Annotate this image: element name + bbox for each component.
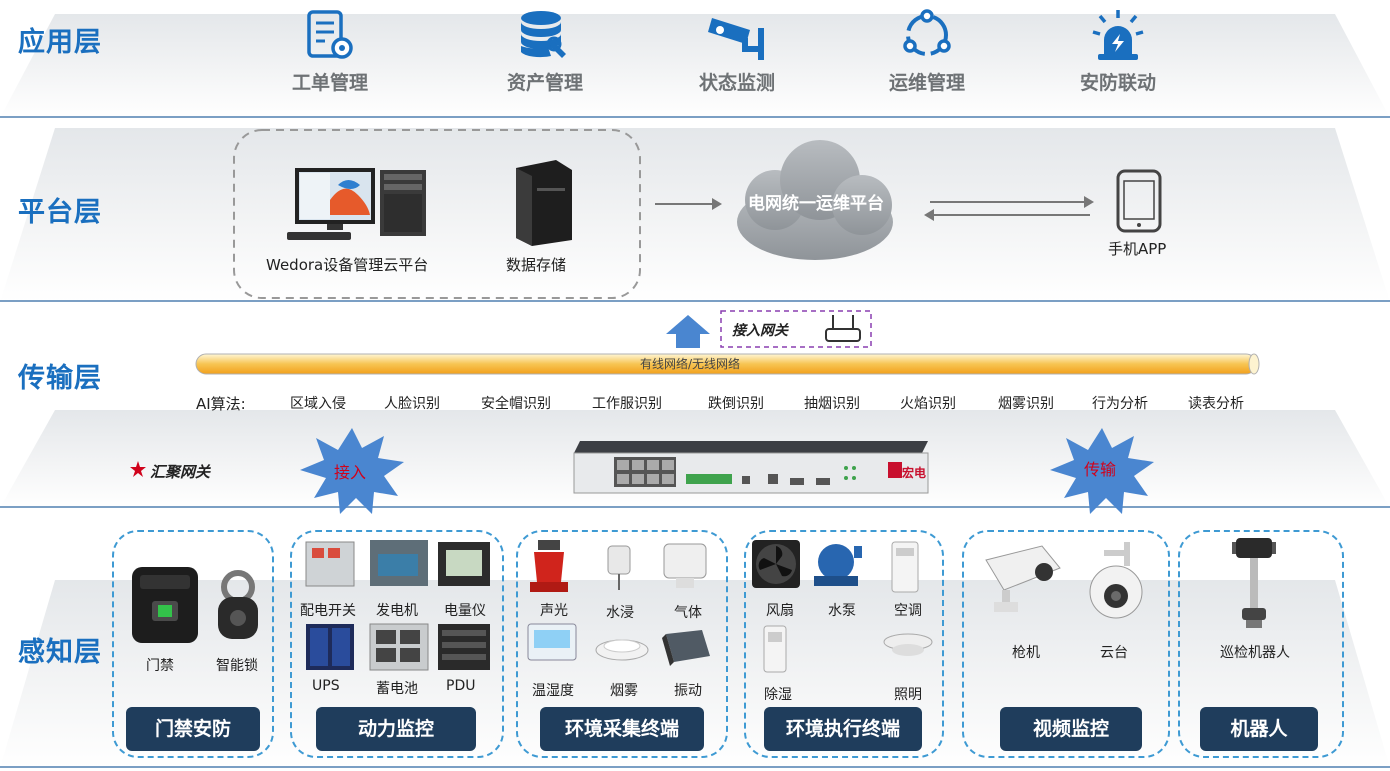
bidirectional-arrows xyxy=(924,196,1094,221)
device-label: 除湿 xyxy=(764,687,792,703)
device-label: 水泵 xyxy=(828,603,856,619)
alarm-beacon-icon xyxy=(1092,10,1144,60)
burst-transmit xyxy=(1050,428,1154,514)
app-label: 资产管理 xyxy=(506,72,583,94)
group-power-monitoring xyxy=(290,530,504,758)
network-pipe-label: 有线网络/无线网络 xyxy=(640,357,741,371)
aggregation-gateway-label: 汇聚网关 xyxy=(150,463,211,481)
group-button-access-control[interactable]: 门禁安防 xyxy=(126,707,260,751)
device-label: 照明 xyxy=(894,687,922,703)
group-button-robot[interactable]: 机器人 xyxy=(1200,707,1318,751)
ai-item: 读表分析 xyxy=(1188,396,1244,412)
device-label: 蓄电池 xyxy=(376,681,418,697)
layer-title-platform: 平台层 xyxy=(18,197,102,228)
group-environment-execution xyxy=(744,530,944,758)
router-icon xyxy=(825,315,861,342)
app-label: 运维管理 xyxy=(888,72,965,94)
ai-item: 烟雾识别 xyxy=(998,396,1054,412)
surveillance-camera-icon xyxy=(708,18,764,60)
device-label: 振动 xyxy=(674,683,702,699)
ai-algorithms-label: AI算法: xyxy=(196,395,246,413)
group-button-power-monitoring[interactable]: 动力监控 xyxy=(316,707,476,751)
aggregation-gateway-device xyxy=(573,441,929,494)
device-label: 发电机 xyxy=(376,603,418,619)
mobile-phone-icon xyxy=(1116,169,1162,233)
device-label: 烟雾 xyxy=(610,683,638,699)
group-access-control xyxy=(112,530,274,758)
ai-item: 火焰识别 xyxy=(900,396,956,412)
star-icon xyxy=(130,461,146,477)
app-asset-management[interactable]: 资产管理 xyxy=(470,8,620,95)
ai-item: 跌倒识别 xyxy=(708,396,764,412)
environment-sensors-icon xyxy=(527,540,710,666)
burst-access xyxy=(300,428,404,514)
app-work-order[interactable]: 工单管理 xyxy=(255,8,405,95)
device-label: 门禁 xyxy=(146,658,174,674)
layer-title-transport: 传输层 xyxy=(18,363,102,394)
device-label: PDU xyxy=(446,678,476,694)
cloud-platform-label: Wedora设备管理云平台 xyxy=(266,256,429,274)
device-label: 气体 xyxy=(674,605,702,621)
group-robot xyxy=(1178,530,1344,758)
storage-server-icon xyxy=(516,160,572,246)
cctv-cameras-icon xyxy=(985,542,1143,619)
app-label: 状态监测 xyxy=(698,72,775,94)
layer-title-application: 应用层 xyxy=(18,27,102,58)
unified-platform-label: 电网统一运维平台 xyxy=(748,194,884,214)
device-label: 智能锁 xyxy=(216,658,258,674)
group-button-environment-acquisition[interactable]: 环境采集终端 xyxy=(540,707,704,751)
asset-database-icon xyxy=(521,11,566,58)
burst-transmit-label: 传输 xyxy=(1084,460,1117,479)
device-brand-label: 宏电 xyxy=(902,466,927,480)
access-gateway-box xyxy=(720,310,872,348)
device-label: 声光 xyxy=(540,603,568,619)
storage-label: 数据存储 xyxy=(506,256,567,274)
app-operations[interactable]: 运维管理 xyxy=(852,8,1002,95)
group-button-video-surveillance[interactable]: 视频监控 xyxy=(1000,707,1142,751)
operations-cycle-icon xyxy=(903,9,951,56)
platform-dashed-group xyxy=(233,129,641,299)
burst-access-label: 接入 xyxy=(334,463,367,482)
access-control-devices-icon xyxy=(132,567,258,643)
device-label: 电量仪 xyxy=(444,603,486,619)
ai-item: 区域入侵 xyxy=(290,396,346,412)
ai-item: 人脸识别 xyxy=(384,396,440,412)
device-label: 巡检机器人 xyxy=(1220,645,1290,661)
inspection-robot-icon xyxy=(1232,538,1276,628)
ai-item: 抽烟识别 xyxy=(804,396,860,412)
mobile-app-label[interactable]: 手机APP xyxy=(1108,240,1167,258)
device-label: 风扇 xyxy=(766,603,794,619)
group-environment-acquisition xyxy=(516,530,728,758)
device-label: 温湿度 xyxy=(532,683,574,699)
device-label: 云台 xyxy=(1100,645,1128,661)
device-label: 水浸 xyxy=(606,605,634,621)
device-label: 枪机 xyxy=(1012,645,1040,661)
device-label: UPS xyxy=(312,678,340,694)
platform-layer-platform xyxy=(0,128,1390,302)
layer-title-perception: 感知层 xyxy=(18,637,102,668)
work-order-icon xyxy=(307,10,353,59)
app-label: 工单管理 xyxy=(291,72,368,94)
device-label: 空调 xyxy=(894,603,922,619)
desktop-computer-icon xyxy=(287,168,426,240)
app-status-monitoring[interactable]: 状态监测 xyxy=(662,8,812,95)
ai-item: 安全帽识别 xyxy=(481,396,551,412)
ai-item: 工作服识别 xyxy=(592,396,662,412)
group-video-surveillance xyxy=(962,530,1170,758)
arrow-to-cloud xyxy=(655,198,722,210)
cloud-icon xyxy=(737,140,893,260)
app-label: 安防联动 xyxy=(1079,72,1156,94)
uplink-arrow xyxy=(666,315,710,348)
power-devices-icon xyxy=(305,540,490,671)
app-security-linkage[interactable]: 安防联动 xyxy=(1043,8,1193,95)
environment-actuators-icon xyxy=(752,540,933,673)
access-gateway-label: 接入网关 xyxy=(732,323,788,339)
device-label: 配电开关 xyxy=(300,603,356,619)
ai-item: 行为分析 xyxy=(1092,396,1148,412)
group-button-environment-execution[interactable]: 环境执行终端 xyxy=(764,707,922,751)
